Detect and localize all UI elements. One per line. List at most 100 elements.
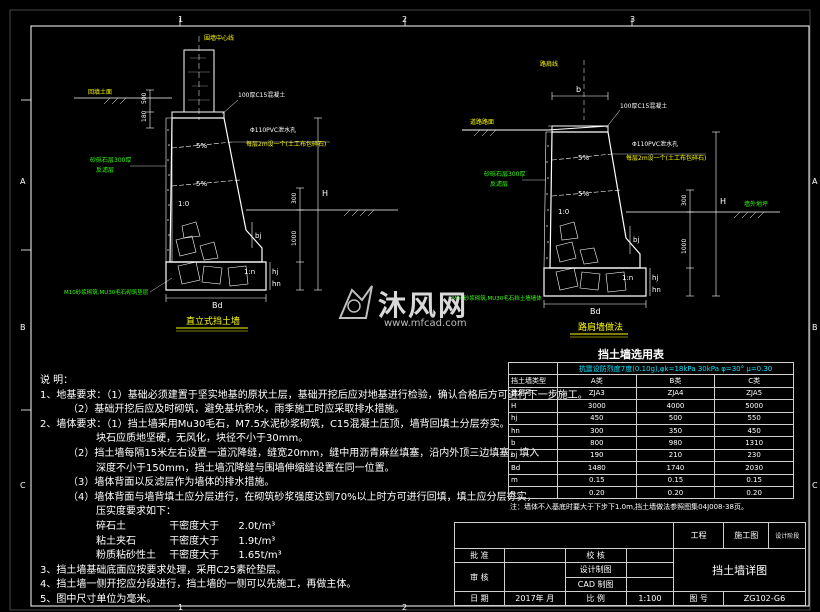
table-key: n [508, 485, 558, 500]
notes-line-3: 2、墙体要求：（1）挡土墙采用Mu30毛石，M7.5水泥砂浆砌筑，C15混凝土压… [40, 418, 510, 430]
tb-sheet: ZG102-G6 [723, 590, 806, 607]
right-label-outer: 墙外地坪 [744, 200, 768, 208]
notes-line-8: （4）墙体背面与墙背填土应分层进行，在砌筑砂浆强度达到70%以上时方可进行回填，… [68, 491, 537, 503]
notes-tail-2: 4、挡土墙一侧开挖应分段进行，挡土墙的一侧可以先施工，再做主体。 [40, 579, 357, 591]
table-cell: 350 [635, 423, 716, 438]
left-label-parapet: 围墙中心线 [204, 34, 234, 42]
table-cell: 0.20 [557, 485, 637, 500]
right-label-road: 路肩线 [540, 60, 558, 68]
left-label-pvc: Φ110PVC泄水孔 [250, 126, 296, 134]
frame-num-top-3: 3 [630, 15, 635, 24]
table-key: H [508, 399, 558, 413]
compaction-name: 碎石土 [96, 520, 126, 532]
right-dim-bj: bj [633, 236, 639, 244]
notes-heading: 说 明： [40, 375, 74, 386]
right-dim-bd: Bd [590, 307, 601, 316]
tb-check-val [625, 547, 675, 564]
tb-month: 月 [546, 593, 555, 603]
frame-num-top-2: 2 [402, 15, 407, 24]
table-header-note-row: 抗震设防烈度7度(0.10g),φk=18kPa 30kPa φ=30° μ=0… [508, 361, 794, 376]
table-key: bj [508, 448, 558, 463]
notes-line-2: （2）基础开挖后应及时砌筑，避免基坑积水，雨季施工时应采取排水措施。 [68, 404, 405, 416]
notes-line-6: 深度不小于150mm，挡土墙沉降缝与围墙伸缩缝设置在同一位置。 [96, 462, 395, 474]
right-label-bottom: M10砂浆砌筑,MU30毛石挡土墙墙体 [452, 294, 542, 302]
right-dim-h: H [720, 197, 726, 206]
right-label-pvc: Φ110PVC泄水孔 [632, 140, 678, 148]
table-type-row: 挡土墙类型 A类 B类 C类 [508, 374, 794, 388]
left-ratio: 1:n [244, 268, 255, 276]
right-slope-1: 5% [578, 154, 589, 162]
table-key: hj [508, 411, 558, 425]
table-cell: 550 [714, 411, 794, 425]
tb-date-label: 日 期 [454, 590, 505, 607]
compaction-req: 干密度大于 [169, 535, 220, 547]
right-label-road2: 道路路面 [470, 118, 494, 126]
table-cell: 230 [714, 448, 794, 463]
tb-cad: CAD 制图 [564, 576, 627, 592]
notes-line-7: （3）墙体背面以反滤层作为墙体的排水措施。 [68, 477, 275, 489]
left-label-concrete: 100厚C15混凝土 [238, 91, 285, 99]
table-code-a: ZJA3 [557, 386, 637, 401]
compaction-value: 1.9t/m³ [238, 535, 276, 547]
frame-letter-b: B [20, 323, 26, 332]
table-cell: 1740 [635, 461, 716, 475]
tb-check: 校 核 [564, 547, 627, 564]
table-type-label: 挡土墙类型 [508, 374, 558, 388]
compaction-value: 2.0t/m³ [238, 520, 276, 532]
tb-stage1: 施工图 [723, 522, 770, 549]
table-cell: 1310 [714, 436, 794, 450]
right-label-concrete: 100厚C15混凝土 [620, 102, 667, 110]
left-ratio2: 1:0 [178, 200, 189, 208]
table-cell: 4000 [635, 399, 716, 413]
table-code-c: ZJA5 [714, 386, 794, 401]
frame-letter-b-right: B [812, 323, 818, 332]
table-key: Bd [508, 461, 558, 475]
right-label-gravel: 砂砾石层300厚 [484, 170, 525, 178]
frame-num-bottom-1: 1 [178, 603, 183, 612]
table-cell: 0.20 [714, 485, 794, 500]
right-section-title: 路肩墙做法 [578, 321, 623, 333]
notes-tail-3: 5、图中尺寸单位为毫米。 [40, 593, 157, 605]
table-code-b: ZJA4 [635, 386, 716, 401]
frame-letter-a: A [20, 177, 26, 186]
left-dim-300: 300 [291, 192, 298, 204]
table-cell: 3000 [557, 399, 637, 413]
table-key: b [508, 436, 558, 450]
compaction-row-1: 碎石土 干密度大于 2.0t/m³ [40, 520, 400, 535]
outer-border [9, 9, 811, 611]
left-label-gravel2: 反滤层 [96, 166, 114, 174]
table-title: 挡土墙选用表 [598, 348, 664, 361]
table-cell: 0.20 [635, 485, 716, 500]
tb-company: 工程 [673, 522, 725, 549]
compaction-name: 粉质粘砂性土 [96, 550, 156, 562]
frame-num-bottom-2: 2 [402, 603, 407, 612]
table-code-row: 选用号 ZJA3 ZJA4 ZJA5 [508, 386, 794, 401]
left-slope-1: 5% [196, 142, 207, 150]
compaction-req: 干密度大于 [169, 550, 220, 562]
table-type-c: C类 [714, 374, 794, 388]
frame-letter-c: C [20, 481, 26, 490]
tb-approve-val [503, 547, 566, 564]
tb-review-val [503, 562, 566, 592]
table-key: m [508, 473, 558, 487]
tb-empty [453, 522, 675, 549]
tb-date-val: 2017年 月 [503, 590, 566, 607]
left-dim-500: 500 [141, 92, 148, 104]
table-cell: 0.15 [557, 473, 637, 487]
right-dim-300: 300 [681, 194, 688, 206]
tb-year: 2017年 [515, 593, 544, 603]
table-cell: 190 [557, 448, 637, 463]
tb-stage2: 设计阶段 [768, 522, 806, 549]
table-footnote: 注：墙体不入基底时要大于下步下1.0m,挡土墙做法参照图集04J008-38页。 [510, 503, 748, 511]
watermark-brand: 沐风网 [378, 289, 469, 322]
left-slope-2: 5% [196, 180, 207, 188]
table-cell: 800 [557, 436, 637, 450]
drawing-frame [30, 25, 810, 607]
table-cell: 450 [557, 411, 637, 425]
right-dim-1000: 1000 [681, 239, 688, 254]
